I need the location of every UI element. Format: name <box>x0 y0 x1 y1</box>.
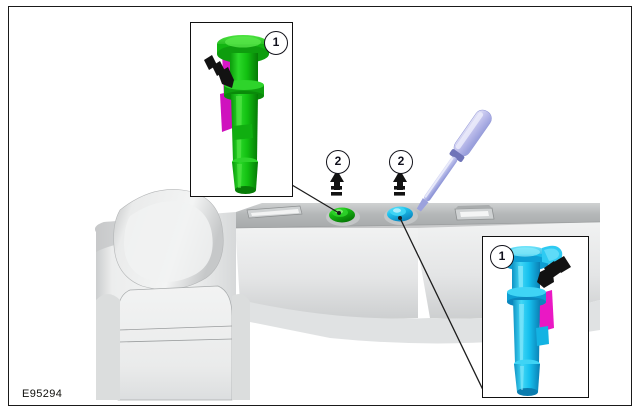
figure-id-label: E95294 <box>22 388 63 400</box>
shelf-recess-left <box>246 205 303 219</box>
rear-seat-assembly <box>95 189 250 401</box>
direction-arrow-green <box>330 170 344 196</box>
leader-line-cyan <box>399 217 485 393</box>
figure-border <box>8 6 632 406</box>
callout-2-left: 2 <box>326 150 350 174</box>
callout-2-right: 2 <box>389 150 413 174</box>
shelf-recess-right <box>454 205 495 221</box>
leader-line-green <box>291 184 340 214</box>
grommet-cyan <box>384 206 418 225</box>
callout-1-top: 1 <box>264 31 288 55</box>
headrest <box>113 189 224 290</box>
seat-back-cushion <box>96 285 250 401</box>
retaining-pin-cyan <box>503 245 571 396</box>
direction-arrow-cyan <box>393 170 407 196</box>
screwdriver <box>416 109 492 212</box>
retaining-pin-green <box>204 35 269 194</box>
callout-1-bottom: 1 <box>490 245 514 269</box>
